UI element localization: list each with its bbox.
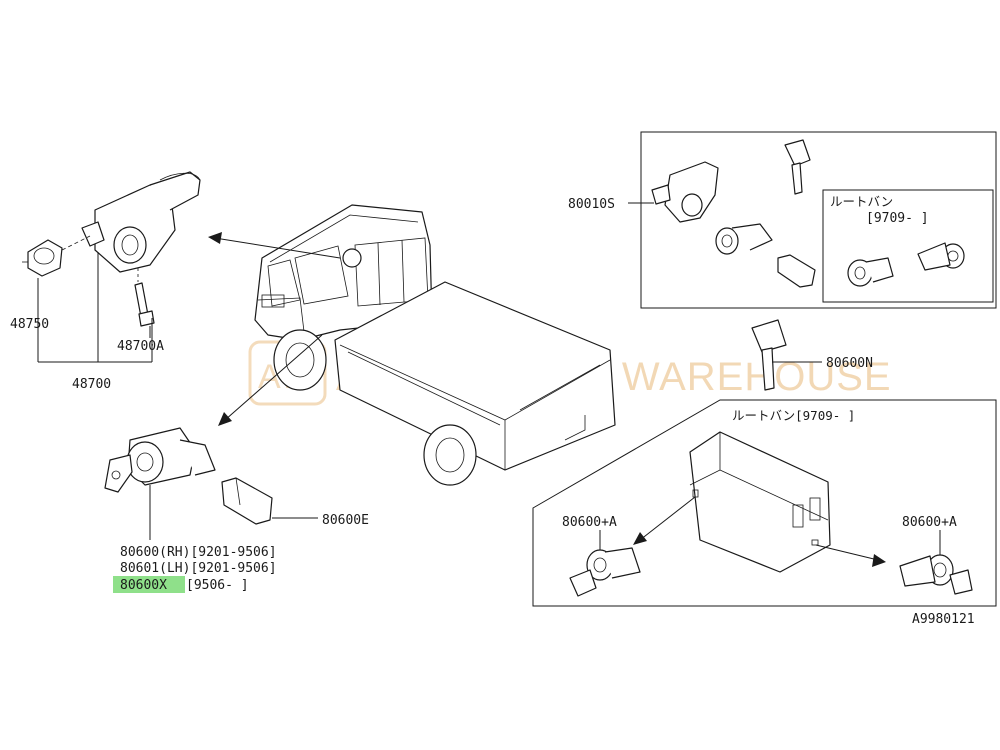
box-route-van: [532, 399, 997, 607]
label-80600N: 80600N: [826, 356, 873, 371]
figure-code: A9980121: [912, 612, 975, 627]
label-80600A-right: 80600+A: [902, 515, 957, 530]
truck-illustration: [254, 204, 616, 486]
route-van-illustration: [689, 431, 831, 573]
back-door-cylinder-right: [899, 554, 973, 595]
lock-set-door-cylinder: [715, 223, 773, 255]
route-van-cylinder-left: [847, 257, 894, 287]
steering-lock-assembly: [22, 171, 201, 327]
door-lock-cylinder: [104, 427, 216, 493]
arrow-to-left-cylinder: [633, 496, 696, 545]
label-48750: 48750: [10, 317, 49, 332]
box1-range: [9709- ]: [866, 211, 929, 226]
lock-set-steering-lock: [651, 161, 719, 223]
route-van-cylinder-right: [917, 242, 965, 271]
label-80600X[interactable]: 80600X: [120, 578, 167, 593]
arrow-to-right-cylinder: [815, 544, 886, 567]
label-48700: 48700: [72, 377, 111, 392]
label-80601LH: 80601(LH)[9201-9506]: [120, 561, 277, 576]
label-48700A: 48700A: [117, 339, 164, 354]
label-80600RH: 80600(RH)[9201-9506]: [120, 545, 277, 560]
lock-set-rod: [777, 254, 816, 288]
box-lock-set: [640, 131, 997, 309]
door-lock-rod: [221, 477, 273, 525]
highlight-80600X: [113, 576, 185, 593]
label-80600E: 80600E: [322, 513, 369, 528]
box-route-van-inner: [822, 189, 994, 303]
arrow-to-steering-lock: [208, 232, 341, 259]
label-80600X-range: [9506- ]: [186, 578, 249, 593]
box2-title: ルートバン[9709- ]: [732, 408, 855, 423]
arrow-to-door-lock: [218, 334, 323, 426]
label-80010S: 80010S: [568, 197, 615, 212]
key-80600N: [751, 319, 787, 391]
lock-set-key: [784, 139, 811, 195]
label-80600A-left: 80600+A: [562, 515, 617, 530]
back-door-cylinder-left: [569, 547, 641, 597]
box1-title: ルートバン: [830, 194, 893, 209]
